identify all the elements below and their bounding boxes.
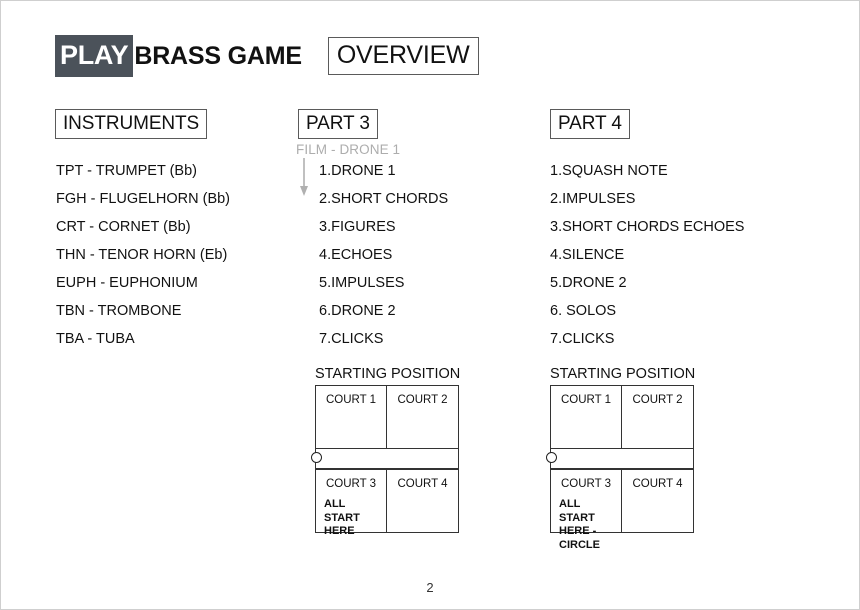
- list-item: CRT - CORNET (Bb): [56, 219, 191, 235]
- instruments-list: TPT - TRUMPET (Bb) FGH - FLUGELHORN (Bb)…: [56, 164, 230, 360]
- court-label: COURT 1: [560, 394, 612, 406]
- list-item: 4.SILENCE: [550, 247, 625, 263]
- court-corridor: [546, 449, 693, 469]
- court-row: COURT 3 ALL START HERE - CIRCLE COURT 4: [551, 469, 693, 551]
- court-cell-1: COURT 1: [316, 386, 387, 448]
- part4-list: 1.SQUASH NOTE 2.IMPULSES 3.SHORT CHORDS …: [550, 164, 744, 360]
- court-cell-4: COURT 4: [622, 470, 693, 532]
- part3-heading-wrap: PART 3: [298, 109, 378, 139]
- part4-heading-box: PART 4: [550, 109, 630, 139]
- list-item: 6. SOLOS: [550, 303, 617, 319]
- list-item: 1.SQUASH NOTE: [550, 163, 668, 179]
- court-cell-3: COURT 3 ALL START HERE: [316, 470, 387, 537]
- court-row: COURT 3 ALL START HERE COURT 4: [316, 469, 458, 537]
- play-badge: PLAY: [55, 35, 134, 77]
- court-label: COURT 3: [560, 478, 612, 490]
- part3-starting-position-title: STARTING POSITION: [315, 366, 461, 382]
- court-corridor: [311, 449, 458, 469]
- page-header: PLAY BRASS GAME OVERVIEW: [55, 35, 479, 77]
- court-row: COURT 1 COURT 2: [551, 385, 693, 449]
- overview-label: OVERVIEW: [336, 41, 470, 69]
- court-cell-4: COURT 4: [387, 470, 458, 532]
- list-item: TBA - TUBA: [56, 331, 135, 347]
- court-label: COURT 3: [325, 478, 377, 490]
- part3-court-grid: COURT 1 COURT 2 COURT 3 ALL START HERE C…: [311, 385, 459, 537]
- list-item: 7.CLICKS: [550, 331, 615, 347]
- list-item: TBN - TROMBONE: [56, 303, 182, 319]
- court-label: COURT 1: [325, 394, 377, 406]
- page-title: BRASS GAME: [134, 41, 302, 70]
- list-item: 6.DRONE 2: [319, 303, 396, 319]
- court-cell-1: COURT 1: [551, 386, 622, 448]
- circle-marker-icon: [546, 452, 557, 463]
- part4-heading: PART 4: [558, 113, 622, 134]
- part4-court-grid: COURT 1 COURT 2 COURT 3 ALL START HERE -…: [546, 385, 694, 551]
- court-label: COURT 4: [397, 478, 448, 490]
- list-item: 3.SHORT CHORDS ECHOES: [550, 219, 745, 235]
- list-item: 5.DRONE 2: [550, 275, 627, 291]
- court-cell-2: COURT 2: [622, 386, 693, 448]
- list-item: 4.ECHOES: [319, 247, 393, 263]
- court-row: COURT 1 COURT 2: [316, 385, 458, 449]
- list-item: 7.CLICKS: [319, 331, 384, 347]
- instruments-heading-wrap: INSTRUMENTS: [55, 109, 208, 139]
- part3-film-note: FILM - DRONE 1: [296, 142, 401, 157]
- list-item: 5.IMPULSES: [319, 275, 405, 291]
- court-cell-2: COURT 2: [387, 386, 458, 448]
- arrow-down-icon: [300, 158, 308, 196]
- list-item: 2.IMPULSES: [550, 191, 636, 207]
- court-label: COURT 2: [632, 394, 683, 406]
- part3-heading: PART 3: [306, 113, 370, 134]
- part3-list: 1.DRONE 1 2.SHORT CHORDS 3.FIGURES 4.ECH…: [319, 164, 448, 360]
- start-here-note: ALL START HERE: [324, 498, 360, 537]
- list-item: FGH - FLUGELHORN (Bb): [56, 191, 231, 207]
- list-item: 1.DRONE 1: [319, 163, 396, 179]
- start-here-note: ALL START HERE - CIRCLE: [559, 498, 600, 551]
- part3-heading-box: PART 3: [298, 109, 378, 139]
- list-item: 2.SHORT CHORDS: [319, 191, 449, 207]
- court-cell-3: COURT 3 ALL START HERE - CIRCLE: [551, 470, 622, 551]
- list-item: 3.FIGURES: [319, 219, 396, 235]
- part4-starting-position-title: STARTING POSITION: [550, 366, 696, 382]
- list-item: EUPH - EUPHONIUM: [56, 275, 198, 291]
- court-label: COURT 2: [397, 394, 448, 406]
- court-label: COURT 4: [632, 478, 683, 490]
- circle-marker-icon: [311, 452, 322, 463]
- page-number: 2: [426, 580, 434, 595]
- overview-box: OVERVIEW: [327, 37, 479, 75]
- part4-heading-wrap: PART 4: [550, 109, 630, 139]
- instruments-heading-box: INSTRUMENTS: [55, 109, 208, 139]
- list-item: TPT - TRUMPET (Bb): [56, 163, 197, 179]
- list-item: THN - TENOR HORN (Eb): [56, 247, 228, 263]
- instruments-heading: INSTRUMENTS: [63, 113, 200, 134]
